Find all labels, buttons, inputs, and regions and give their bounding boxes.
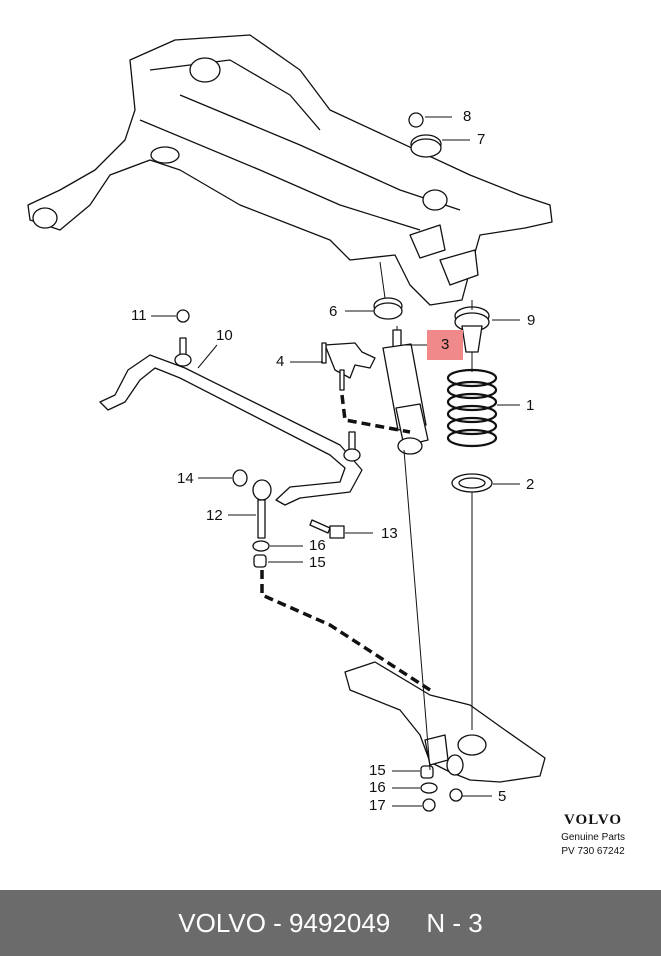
coil-spring-1 — [446, 368, 498, 448]
bushing-15-lower — [420, 765, 434, 779]
bolt-13 — [309, 519, 345, 539]
label-9: 9 — [527, 312, 536, 329]
label-12: 12 — [206, 507, 223, 524]
label-7: 7 — [477, 131, 486, 148]
nut-11 — [176, 309, 190, 323]
label-15-lower: 15 — [369, 762, 386, 779]
label-4: 4 — [276, 353, 285, 370]
label-17: 17 — [369, 797, 386, 814]
label-16-lower: 16 — [369, 779, 386, 796]
footer-page: N - 3 — [426, 907, 483, 938]
volvo-brand-block: VOLVO Genuine Parts PV 730 67242 — [561, 812, 625, 857]
control-arm — [344, 661, 546, 783]
label-13: 13 — [381, 525, 398, 542]
volvo-logo: VOLVO — [564, 812, 623, 828]
bump-stop-9 — [454, 306, 490, 353]
washer-16-upper — [252, 540, 270, 552]
bracket-4 — [324, 342, 376, 379]
nut-17 — [422, 798, 436, 812]
link-12 — [252, 479, 272, 539]
label-3: 3 — [441, 336, 450, 353]
genuine-parts-text: Genuine Parts — [561, 832, 625, 843]
label-2: 2 — [526, 476, 535, 493]
footer-part-number: 9492049 — [289, 907, 391, 938]
diagram-code: PV 730 67242 — [561, 846, 625, 857]
label-6: 6 — [329, 303, 338, 320]
washer-16-lower — [420, 782, 438, 794]
footer-separator: - — [265, 907, 290, 938]
label-10: 10 — [216, 327, 233, 344]
label-11: 11 — [131, 307, 147, 324]
bushing-14 — [232, 469, 248, 487]
label-8: 8 — [463, 108, 472, 125]
nut-8 — [408, 112, 424, 128]
footer-bar: VOLVO - 9492049 N - 3 — [0, 890, 661, 956]
nut-5 — [449, 788, 463, 802]
label-15-upper: 15 — [309, 554, 326, 571]
label-14: 14 — [177, 470, 194, 487]
footer-gap — [390, 908, 426, 939]
highlight-part-3 — [427, 330, 463, 360]
suspension-diagram — [27, 34, 553, 812]
footer-brand: VOLVO — [178, 907, 266, 938]
bushing-15-upper — [253, 554, 267, 568]
shock-absorber-3 — [382, 329, 429, 455]
label-1: 1 — [526, 397, 535, 414]
stabilizer-bar-10 — [99, 354, 363, 506]
label-5: 5 — [498, 788, 507, 805]
label-16-upper: 16 — [309, 537, 326, 554]
